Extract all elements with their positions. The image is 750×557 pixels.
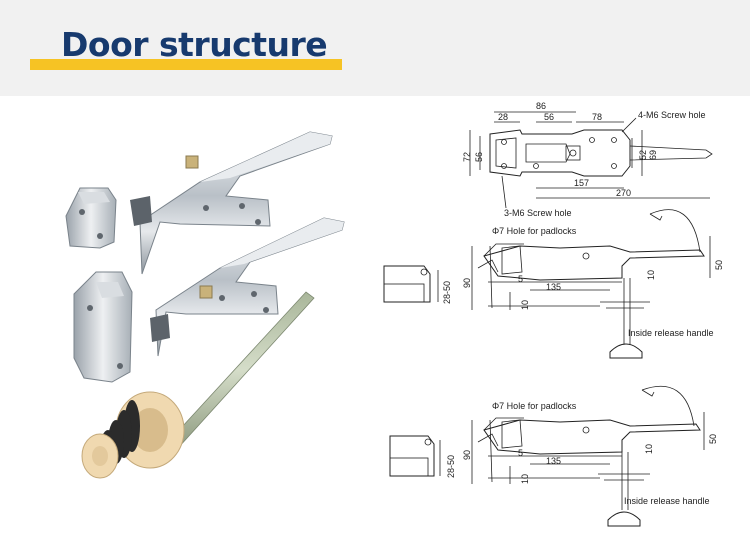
- dim-135-2: 135: [546, 456, 561, 466]
- dim-56-vertical: 56: [474, 152, 484, 162]
- dim-28-50-1: 28-50: [442, 281, 452, 304]
- dim-157: 157: [574, 178, 589, 188]
- inside-release-photo: [81, 291, 315, 479]
- product-photos: [65, 131, 345, 479]
- dim-5-1: 5: [518, 274, 523, 284]
- dim-135-1: 135: [546, 282, 561, 292]
- title-accent-bar: [30, 59, 342, 70]
- side-view-2-drawing: [389, 385, 705, 527]
- dim-86: 86: [536, 101, 546, 111]
- side-view-1-labels: Φ7 Hole for padlocks 90 5 10 135 10 50 2…: [442, 226, 724, 338]
- side-view-2-labels: Φ7 Hole for padlocks 90 5 10 135 10 50 2…: [446, 401, 718, 506]
- dim-69: 69: [648, 150, 658, 160]
- dim-50-2: 50: [708, 434, 718, 444]
- dim-90-2: 90: [462, 450, 472, 460]
- dim-10a-1: 10: [646, 270, 656, 280]
- dim-28: 28: [498, 112, 508, 122]
- technical-drawings: 86 28 56 78 4-M6 Screw hole 72 56 52 69 …: [383, 101, 724, 527]
- top-view-drawing: [469, 111, 713, 209]
- padlock-hole-label-1: Φ7 Hole for padlocks: [492, 226, 577, 236]
- page-title: Door structure: [61, 25, 328, 64]
- top-view-labels: 86 28 56 78 4-M6 Screw hole 72 56 52 69 …: [462, 101, 706, 218]
- latch-photo-1: [65, 131, 333, 275]
- dim-56: 56: [544, 112, 554, 122]
- screw-hole-3-label: 3-M6 Screw hole: [504, 208, 572, 218]
- dim-52: 52: [638, 150, 648, 160]
- dim-78: 78: [592, 112, 602, 122]
- padlock-hole-label-2: Φ7 Hole for padlocks: [492, 401, 577, 411]
- header-band: Door structure: [0, 0, 750, 96]
- dim-50-1: 50: [714, 260, 724, 270]
- dim-90-1: 90: [462, 278, 472, 288]
- side-view-1-drawing: [383, 209, 711, 359]
- screw-hole-4-label: 4-M6 Screw hole: [638, 110, 706, 120]
- release-handle-label-1: Inside release handle: [628, 328, 714, 338]
- dim-72: 72: [462, 152, 472, 162]
- release-handle-label-2: Inside release handle: [624, 496, 710, 506]
- dim-28-50-2: 28-50: [446, 455, 456, 478]
- dim-5-2: 5: [518, 448, 523, 458]
- latch-photo-2: [73, 217, 345, 383]
- dim-10a-2: 10: [644, 444, 654, 454]
- dim-10b-1: 10: [520, 300, 530, 310]
- dim-10b-2: 10: [520, 474, 530, 484]
- dim-270: 270: [616, 188, 631, 198]
